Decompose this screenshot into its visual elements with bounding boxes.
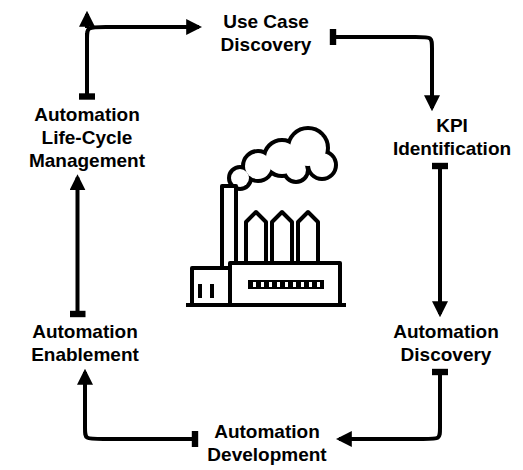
- cycle-arrow: [87, 27, 199, 97]
- cycle-arrow: [76, 178, 80, 315]
- cycle-arrow: [438, 166, 442, 314]
- factory-building: [186, 186, 346, 305]
- step-name: Automation Life-Cycle Management: [23, 103, 151, 172]
- window-gap: [301, 282, 304, 287]
- window-gap: [253, 282, 256, 287]
- process-label: Automation Enablement: [22, 320, 148, 366]
- step-name: Automation Discovery: [383, 320, 509, 366]
- step-name: Use Case Discovery: [205, 10, 327, 56]
- step-name: Automation Enablement: [22, 320, 148, 366]
- cycle-arrow: [339, 372, 440, 439]
- process-label: Use Case Discovery: [205, 10, 327, 56]
- window-gap: [269, 282, 272, 287]
- window-gap: [261, 282, 264, 287]
- factory-windows: [248, 280, 324, 289]
- window-gap: [293, 282, 296, 287]
- process-label: Automation Life-Cycle Management: [23, 103, 151, 172]
- window-gaps: [253, 282, 320, 287]
- window-gap: [309, 282, 312, 287]
- step-name: Automation Development: [201, 420, 333, 466]
- smoke-outline: [231, 130, 334, 187]
- cycle-arrow: [333, 37, 432, 108]
- process-label: Automation Discovery: [383, 320, 509, 366]
- step-name: KPI Identification: [387, 114, 517, 160]
- window-gap: [277, 282, 280, 287]
- smoke-fill: [231, 130, 334, 187]
- window-gap: [317, 282, 320, 287]
- cycle-arrow: [85, 372, 195, 439]
- process-label: KPI Identification: [387, 114, 517, 160]
- process-label: Automation Development: [201, 420, 333, 466]
- window-gap: [285, 282, 288, 287]
